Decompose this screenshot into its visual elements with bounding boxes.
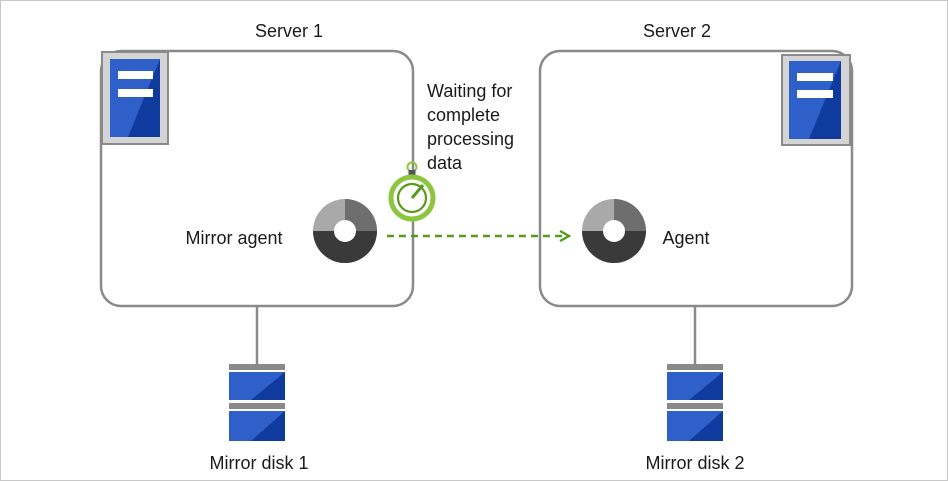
- agent-label: Agent: [662, 228, 709, 248]
- server-2: Server 2 Agent: [538, 21, 854, 308]
- mirror-agent-label: Mirror agent: [185, 228, 282, 248]
- annotation-line-4: data: [427, 153, 463, 173]
- mirror-disk-2-icon: [667, 364, 723, 441]
- server-1-icon: [101, 51, 169, 145]
- server-1-title: Server 1: [255, 21, 323, 41]
- annotation-line-3: processing: [427, 129, 514, 149]
- annotation-line-1: Waiting for: [427, 81, 512, 101]
- server-1: Server 1 Mirror agent: [99, 21, 415, 308]
- mirror-disk-2-label: Mirror disk 2: [645, 453, 744, 473]
- mirror-agent-icon: [313, 199, 377, 263]
- waiting-annotation: Waiting for complete processing data: [427, 81, 514, 173]
- annotation-line-2: complete: [427, 105, 500, 125]
- server-2-icon: [781, 54, 851, 146]
- mirror-disk-1-label: Mirror disk 1: [209, 453, 308, 473]
- mirror-disk-1-icon: [229, 364, 285, 441]
- stopwatch-icon: [388, 161, 436, 222]
- server-2-title: Server 2: [643, 21, 711, 41]
- agent-icon: [582, 199, 646, 263]
